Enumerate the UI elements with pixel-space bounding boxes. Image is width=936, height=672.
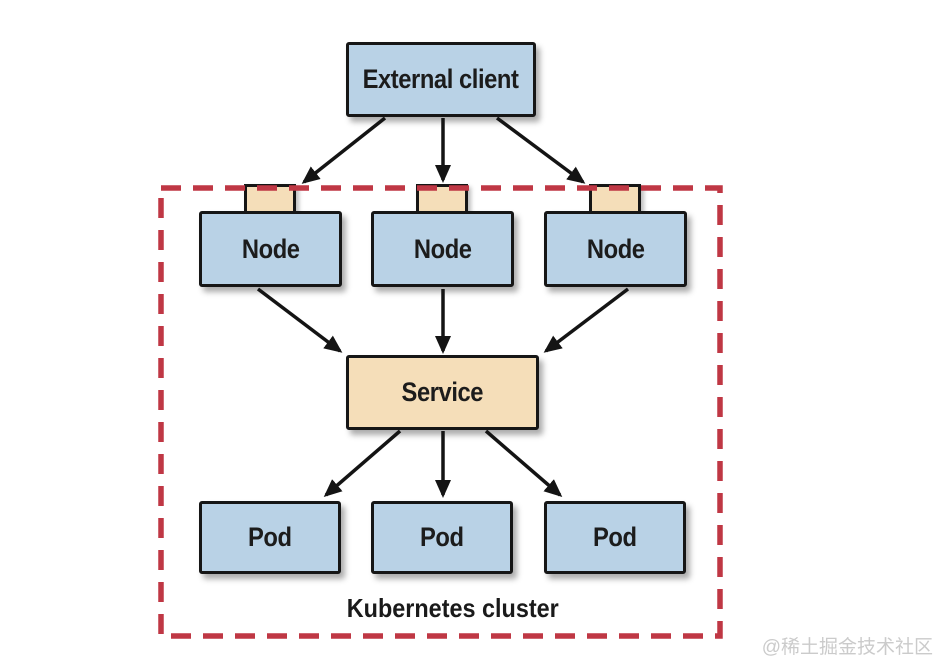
arrow-client-to-node-1 — [301, 116, 387, 184]
node-label-1: Node — [241, 233, 300, 264]
node-box-1: Node — [199, 211, 342, 287]
service-label: Service — [401, 377, 484, 407]
arrow-node-3-to-service — [543, 287, 630, 353]
cluster-label-text: Kubernetes cluster — [346, 593, 559, 623]
pod-box-3: Pod — [544, 501, 686, 574]
node-box-2: Node — [371, 211, 514, 287]
arrow-service-to-pod-3 — [484, 429, 563, 497]
pod-box-2: Pod — [371, 501, 513, 574]
node-port-tab-2 — [416, 184, 468, 214]
node-port-tab-1 — [244, 184, 296, 214]
watermark: @稀土掘金技术社区 — [761, 637, 933, 658]
external-client-label: External client — [363, 64, 519, 94]
pod-box-1: Pod — [199, 501, 341, 574]
node-label-3: Node — [586, 233, 645, 264]
node-port-tab-3 — [589, 184, 641, 214]
cluster-label: Kubernetes cluster — [285, 593, 620, 624]
node-label-2: Node — [413, 233, 472, 264]
arrow-service-to-pod-1 — [323, 429, 402, 497]
arrow-client-to-node-3 — [495, 116, 586, 184]
service-box: Service — [346, 355, 539, 430]
external-client-box: External client — [346, 42, 536, 117]
pod-label-2: Pod — [420, 522, 464, 552]
node-box-3: Node — [544, 211, 687, 287]
pod-label-1: Pod — [248, 522, 292, 552]
pod-label-3: Pod — [593, 522, 637, 552]
arrow-node-1-to-service — [256, 287, 343, 353]
